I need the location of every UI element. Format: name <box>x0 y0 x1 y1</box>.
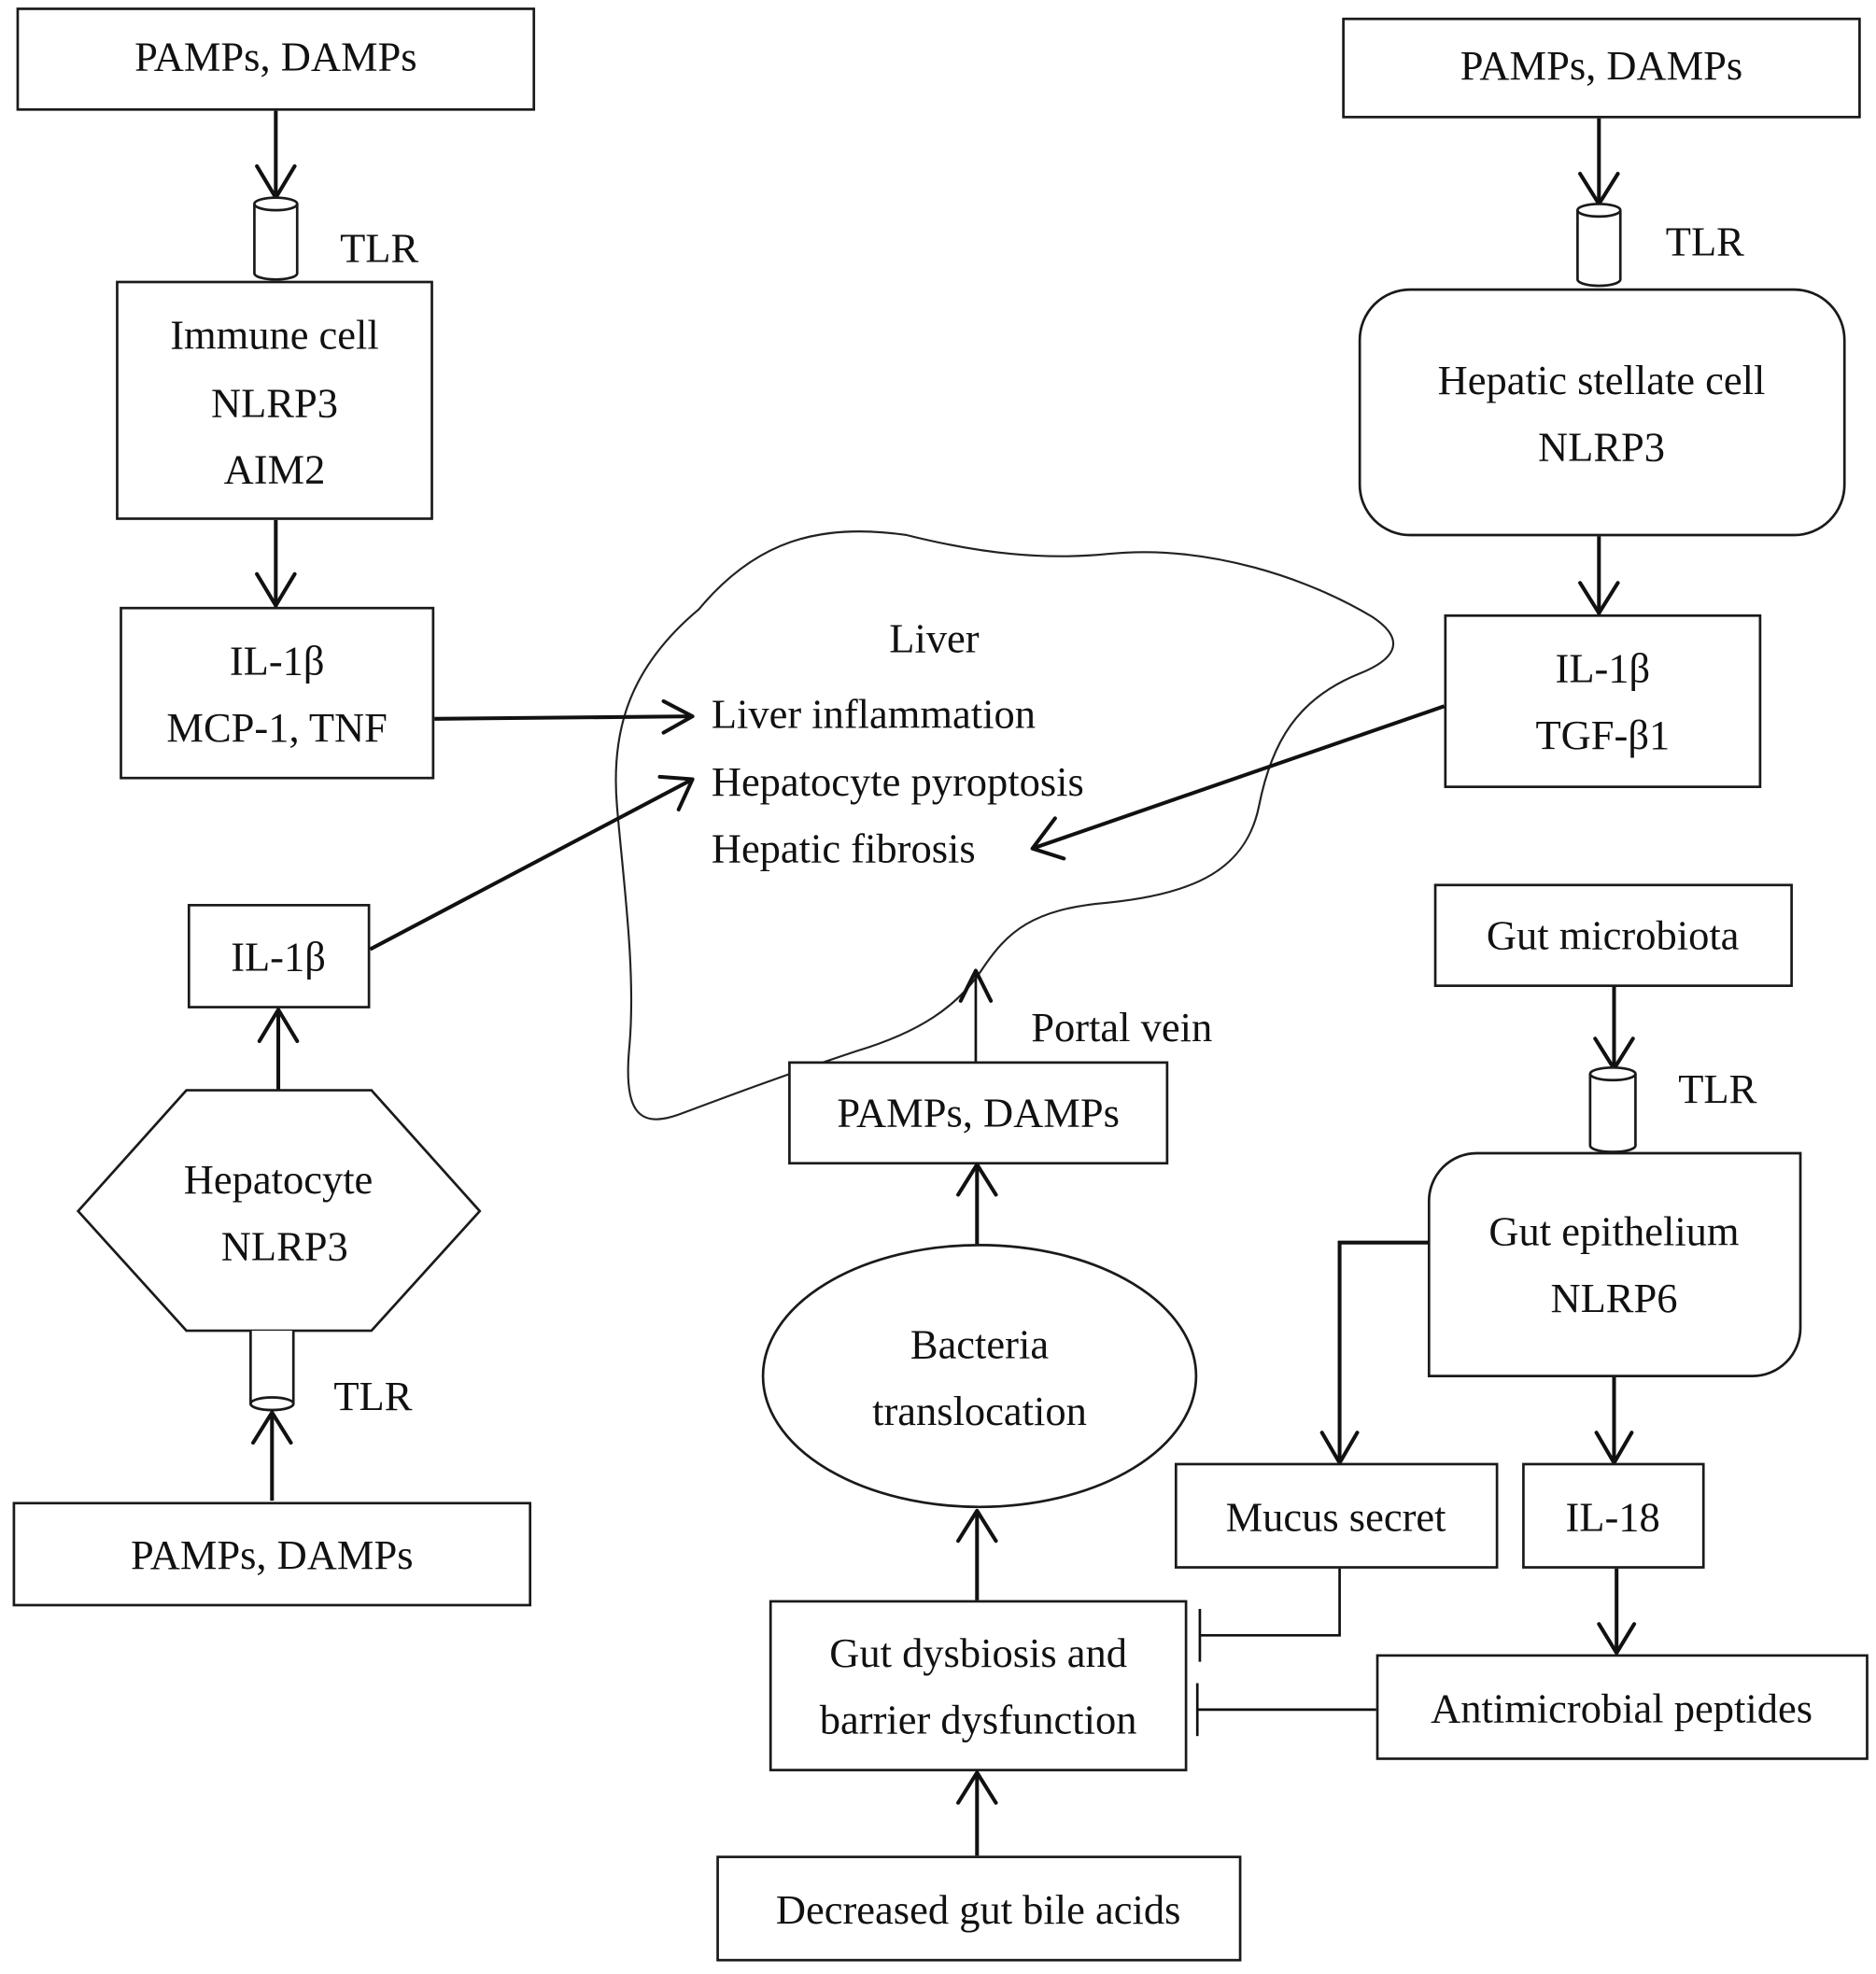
tlr-receptor-icon <box>249 1331 295 1412</box>
stellate-cytokines-line-2: TGF-β1 <box>1535 712 1670 758</box>
effect-hepatic-fibrosis: Hepatic fibrosis <box>712 825 976 872</box>
stellate-cytokines-box: IL-1β TGF-β1 <box>1444 613 1762 788</box>
tlr-label: TLR <box>1678 1065 1756 1112</box>
arrowhead-icon <box>956 1508 998 1544</box>
immune-cell-box: Immune cell NLRP3 AIM2 <box>116 280 433 520</box>
stellate-cell-line-1: Hepatic stellate cell <box>1438 357 1766 403</box>
tlr-label: TLR <box>340 224 418 271</box>
il18-box: IL-18 <box>1522 1462 1705 1569</box>
dysbiosis-line-2: barrier dysfunction <box>820 1696 1137 1742</box>
portal-vein-label: Portal vein <box>1031 1004 1212 1050</box>
hepatocyte-pamps-box: PAMPs, DAMPs <box>12 1502 532 1607</box>
antimicrobial-peptides-label: Antimicrobial peptides <box>1431 1685 1813 1731</box>
tlr-receptor-icon <box>1588 1065 1637 1153</box>
arrowhead-icon <box>251 1410 293 1445</box>
portal-pamps-label: PAMPs, DAMPs <box>837 1090 1119 1136</box>
bile-acids-label: Decreased gut bile acids <box>776 1886 1181 1933</box>
tlr-receptor-icon <box>1576 203 1622 288</box>
hepatocyte-pamps-label: PAMPs, DAMPs <box>131 1531 414 1578</box>
effect-liver-inflammation: Liver inflammation <box>712 690 1036 737</box>
arrowhead-icon <box>257 1008 300 1043</box>
arrowhead-icon <box>661 698 695 735</box>
dysbiosis-box: Gut dysbiosis and barrier dysfunction <box>769 1600 1188 1771</box>
stellate-cytokines-line-1: IL-1β <box>1556 645 1651 692</box>
hepatocyte-hexagon: Hepatocyte NLRP3 <box>76 1089 482 1332</box>
stellate-cell-box: Hepatic stellate cell NLRP3 <box>1358 288 1846 537</box>
arrowhead-icon <box>1578 581 1620 615</box>
immune-cell-line-1: Immune cell <box>170 311 379 358</box>
hepatocyte-il1b-label: IL-1β <box>231 933 326 980</box>
immune-cell-line-3: AIM2 <box>224 446 326 493</box>
bacteria-translocation-ellipse: Bacteria translocation <box>761 1244 1198 1509</box>
arrowhead-icon <box>1597 1622 1637 1656</box>
gut-epithelium-line-1: Gut epithelium <box>1488 1207 1739 1254</box>
bile-acids-box: Decreased gut bile acids <box>716 1855 1242 1962</box>
dysbiosis-line-1: Gut dysbiosis and <box>829 1629 1127 1676</box>
arrowhead-icon <box>1030 816 1066 861</box>
arrowhead-icon <box>657 774 695 811</box>
antimicrobial-peptides-box: Antimicrobial peptides <box>1375 1654 1869 1760</box>
translocation-line-2: translocation <box>872 1388 1087 1434</box>
arrowhead-icon <box>956 1770 998 1805</box>
stellate-pamps-box: PAMPs, DAMPs <box>1342 17 1861 119</box>
hepatocyte-il1b-box: IL-1β <box>187 904 371 1008</box>
stellate-pamps-label: PAMPs, DAMPs <box>1460 42 1743 89</box>
immune-cytokines-line-1: IL-1β <box>230 638 325 684</box>
mucus-label: Mucus secret <box>1226 1493 1447 1540</box>
immune-cytokines-line-2: MCP-1, TNF <box>166 704 388 751</box>
gut-epithelium-line-2: NLRP6 <box>1551 1275 1678 1321</box>
arrowhead-icon <box>255 571 297 608</box>
immune-cell-line-2: NLRP3 <box>211 379 338 426</box>
liver-title: Liver <box>889 614 980 661</box>
arrowhead-icon <box>958 968 994 1003</box>
immune-cytokines-box: IL-1β MCP-1, TNF <box>120 606 435 780</box>
il18-label: IL-18 <box>1565 1493 1659 1540</box>
arrowhead-icon <box>956 1163 998 1197</box>
mucus-box: Mucus secret <box>1174 1462 1499 1569</box>
gut-microbiota-box: Gut microbiota <box>1433 883 1793 987</box>
gut-microbiota-label: Gut microbiota <box>1487 912 1740 959</box>
tlr-label: TLR <box>1666 219 1744 265</box>
immune-pamps-box: PAMPs, DAMPs <box>16 7 536 111</box>
hepatocyte-line-1: Hepatocyte <box>184 1156 374 1203</box>
effect-hepatocyte-pyroptosis: Hepatocyte pyroptosis <box>712 758 1084 805</box>
immune-pamps-label: PAMPs, DAMPs <box>134 34 417 80</box>
gut-epithelium-box: Gut epithelium NLRP6 <box>1427 1151 1802 1377</box>
tlr-receptor-icon <box>253 196 299 281</box>
portal-pamps-box: PAMPs, DAMPs <box>788 1061 1169 1165</box>
liver-outline <box>614 530 1395 1121</box>
tlr-label: TLR <box>333 1373 412 1419</box>
stellate-cell-line-2: NLRP3 <box>1538 423 1665 470</box>
translocation-line-1: Bacteria <box>910 1321 1049 1368</box>
hepatocyte-line-2: NLRP3 <box>221 1223 348 1270</box>
